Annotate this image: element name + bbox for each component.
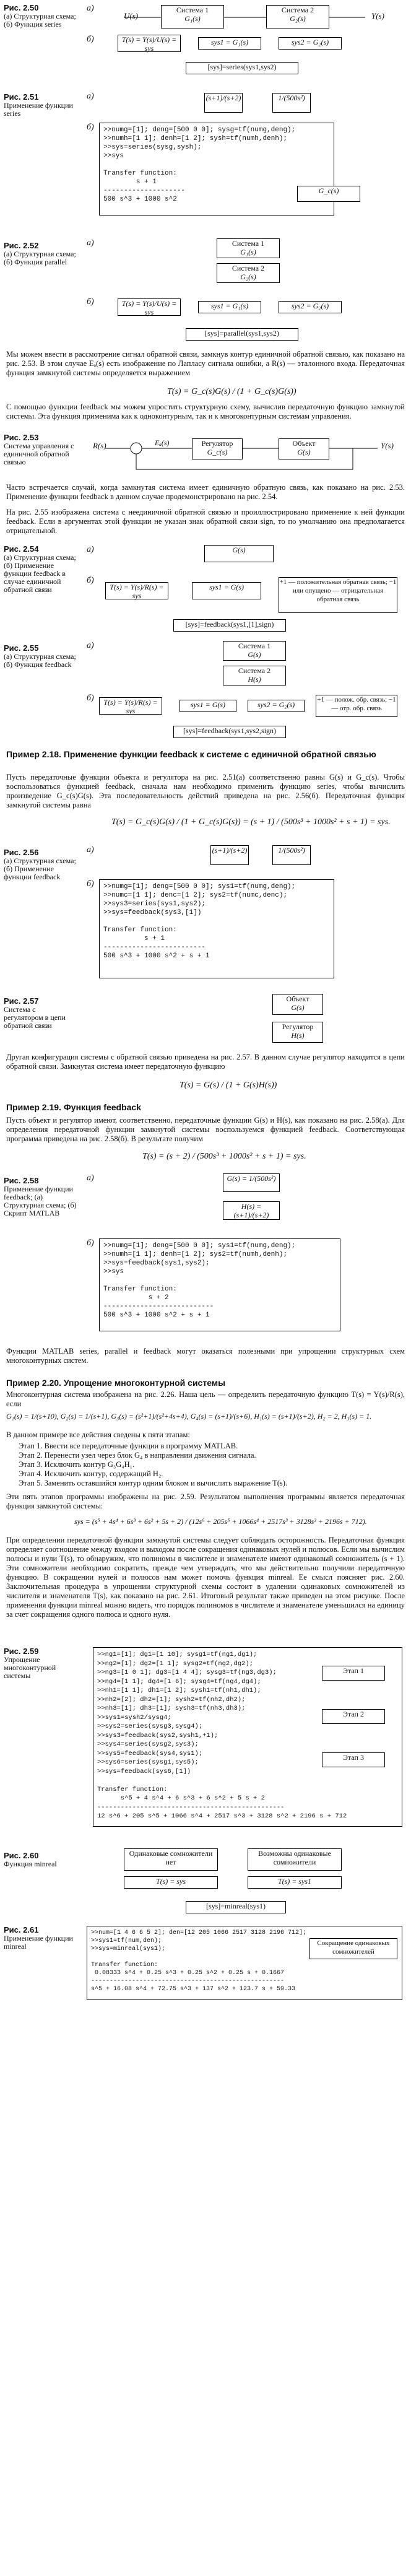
step-item: Этап 3. Исключить контур G₃G₄H₁. [19, 1460, 135, 1469]
paragraph: На рис. 2.55 изображена система с неедин… [6, 508, 405, 535]
example-heading: Пример 2.19. Функция feedback [6, 1102, 141, 1112]
matlab-code-block: >>numg=[1]; deng=[500 0 0]; sys1=tf(numg… [99, 879, 334, 978]
reduce-box: Сокращение одинаковых сомножителей [309, 1938, 397, 1959]
fb2-g: sys1 = G(s) [180, 700, 236, 712]
formula: T(s) = G_c(s)G(s) / (1 + G_c(s)G(s)) [167, 387, 296, 396]
formula: T(s) = G_c(s)G(s) / (1 + G_c(s)G(s)) = (… [111, 817, 391, 827]
sys2-box: sys2 = G₂(s) [279, 37, 342, 50]
paragraph: Часто встречается случай, когда замкнута… [6, 483, 405, 501]
par-sys1: sys1 = G₁(s) [198, 301, 261, 313]
gcg-box: G_c(s) [297, 186, 360, 202]
minreal-out: Возможны одинаковые сомножители [248, 1848, 342, 1871]
paragraph: Мы можем ввести в рассмотрение сигнал об… [6, 350, 405, 377]
step-box: Этап 1 [322, 1666, 385, 1681]
feedback-function-box: [sys]=feedback(sys1,sys2,sign) [173, 726, 286, 738]
transfer-output-box: T(s) = Y(s)/U(s) = sys [118, 35, 181, 53]
gc-block-256: (s+1)/(s+2) [210, 845, 249, 865]
paragraph: С помощью функции feedback мы можем упро… [6, 402, 405, 420]
formula: G₁(s) = 1/(s+10), G₂(s) = 1/(s+1), G₃(s)… [6, 1412, 372, 1421]
paragraph: Другая конфигурация системы с обратной с… [6, 1053, 405, 1071]
paragraph: Многоконтурная система изображена на рис… [6, 1390, 405, 1408]
H-258: H(s) = (s+1)/(s+2) [223, 1201, 280, 1220]
fb2-h: sys2 = G₂(s) [248, 700, 305, 712]
fb2-out: T(s) = Y(s)/R(s) = sys [99, 697, 162, 715]
fb-output-box: T(s) = Y(s)/R(s) = sys [105, 582, 168, 600]
formula: T(s) = G(s) / (1 + G(s)H(s)) [180, 1081, 277, 1090]
gcg-block: G(s) [204, 545, 274, 562]
g-block: 1/(500s²) [272, 93, 311, 113]
paragraph: Функции MATLAB series, parallel и feedba… [6, 1347, 405, 1365]
G-258: G(s) = 1/(500s²) [223, 1173, 280, 1192]
matlab-code-block: >>num=[1 4 6 6 5 2]; den=[12 205 1066 25… [87, 1926, 402, 2000]
example-heading: Пример 2.18. Применение функции feedback… [6, 749, 376, 759]
par-sys2: sys2 = G₂(s) [279, 301, 342, 313]
step-item: Этап 5. Заменить оставшийся контур одним… [19, 1479, 288, 1487]
figure-caption: Рис. 2.52(а) Структурная схема; (б) Функ… [4, 241, 76, 266]
step-item: Этап 1. Ввести все передаточные функции … [19, 1442, 238, 1450]
gc-block: (s+1)/(s+2) [204, 93, 243, 113]
paragraph: Пусть передаточные функции объекта и рег… [6, 773, 405, 809]
step-box: Этап 3 [322, 1752, 385, 1767]
steps-list: Этап 1. Ввести все передаточные функции … [19, 1442, 402, 1488]
figure-caption: Рис. 2.56(а) Структурная схема; (б) Прим… [4, 848, 76, 881]
paragraph: В данном примере все действия сведены к … [6, 1430, 190, 1439]
formula: T(s) = (s + 2) / (500s³ + 1000s² + s + 1… [142, 1152, 306, 1161]
paragraph: Эти пять этапов программы изображены на … [6, 1492, 405, 1510]
series-function-box: [sys]=series(sys1,sys2) [186, 62, 298, 74]
paragraph: Пусть объект и регулятор имеют, соответс… [6, 1116, 405, 1143]
parallel-output-box: T(s) = Y(s)/U(s) = sys [118, 298, 181, 316]
parallel-function-box: [sys]=parallel(sys1,sys2) [186, 328, 298, 341]
step-item: Этап 2. Перенести узел через блок G₄ в н… [19, 1451, 256, 1460]
figure-caption: Рис. 2.50(а) Структурная схема; (б) Функ… [4, 3, 76, 28]
matlab-code-block: >>numg=[1]; deng=[500 0 0]; sys1=tf(numg… [99, 1238, 340, 1331]
step-box: Этап 2 [322, 1709, 385, 1724]
step-item: Этап 4. Исключить контур, содержащий H₂. [19, 1469, 163, 1478]
minreal-function-box: [sys]=minreal(sys1) [186, 1901, 286, 1913]
fb-sys1-box: sys1 = G(s) [192, 582, 261, 599]
series-block-diagram [124, 17, 365, 18]
paragraph: При определении передаточной функции зам… [6, 1536, 405, 1619]
matlab-code-block: >>numg=[1]; deng=[500 0 0]; sysg=tf(numg… [99, 123, 334, 215]
formula: sys = (s⁵ + 4s⁴ + 6s³ + 6s² + 5s + 2) / … [74, 1517, 367, 1526]
unity-feedback-diagram [105, 442, 378, 470]
figure-caption: Рис. 2.54(а) Структурная схема; (б) Прим… [4, 544, 76, 594]
feedback-unity-box: [sys]=feedback(sys1,[1],sign) [173, 619, 286, 632]
minreal-sys1: T(s) = sys1 [248, 1876, 342, 1889]
sign-box: +1 — положительная обратная связь; −1 ил… [279, 577, 397, 613]
minreal-sys: T(s) = sys [124, 1876, 218, 1889]
minreal-in: Одинаковые сомножители нет [124, 1848, 218, 1871]
subfig-label: а) [87, 4, 94, 13]
g-block-256: 1/(500s²) [272, 845, 311, 865]
figure-caption: Рис. 2.55(а) Структурная схема; (б) Функ… [4, 643, 76, 669]
example-heading: Пример 2.20. Упрощение многоконтурной си… [6, 1378, 226, 1388]
fb2-sign: +1 — полож. обр. связь; −1 — отр. обр. с… [316, 695, 397, 717]
sys1-box: sys1 = G₁(s) [198, 37, 261, 50]
